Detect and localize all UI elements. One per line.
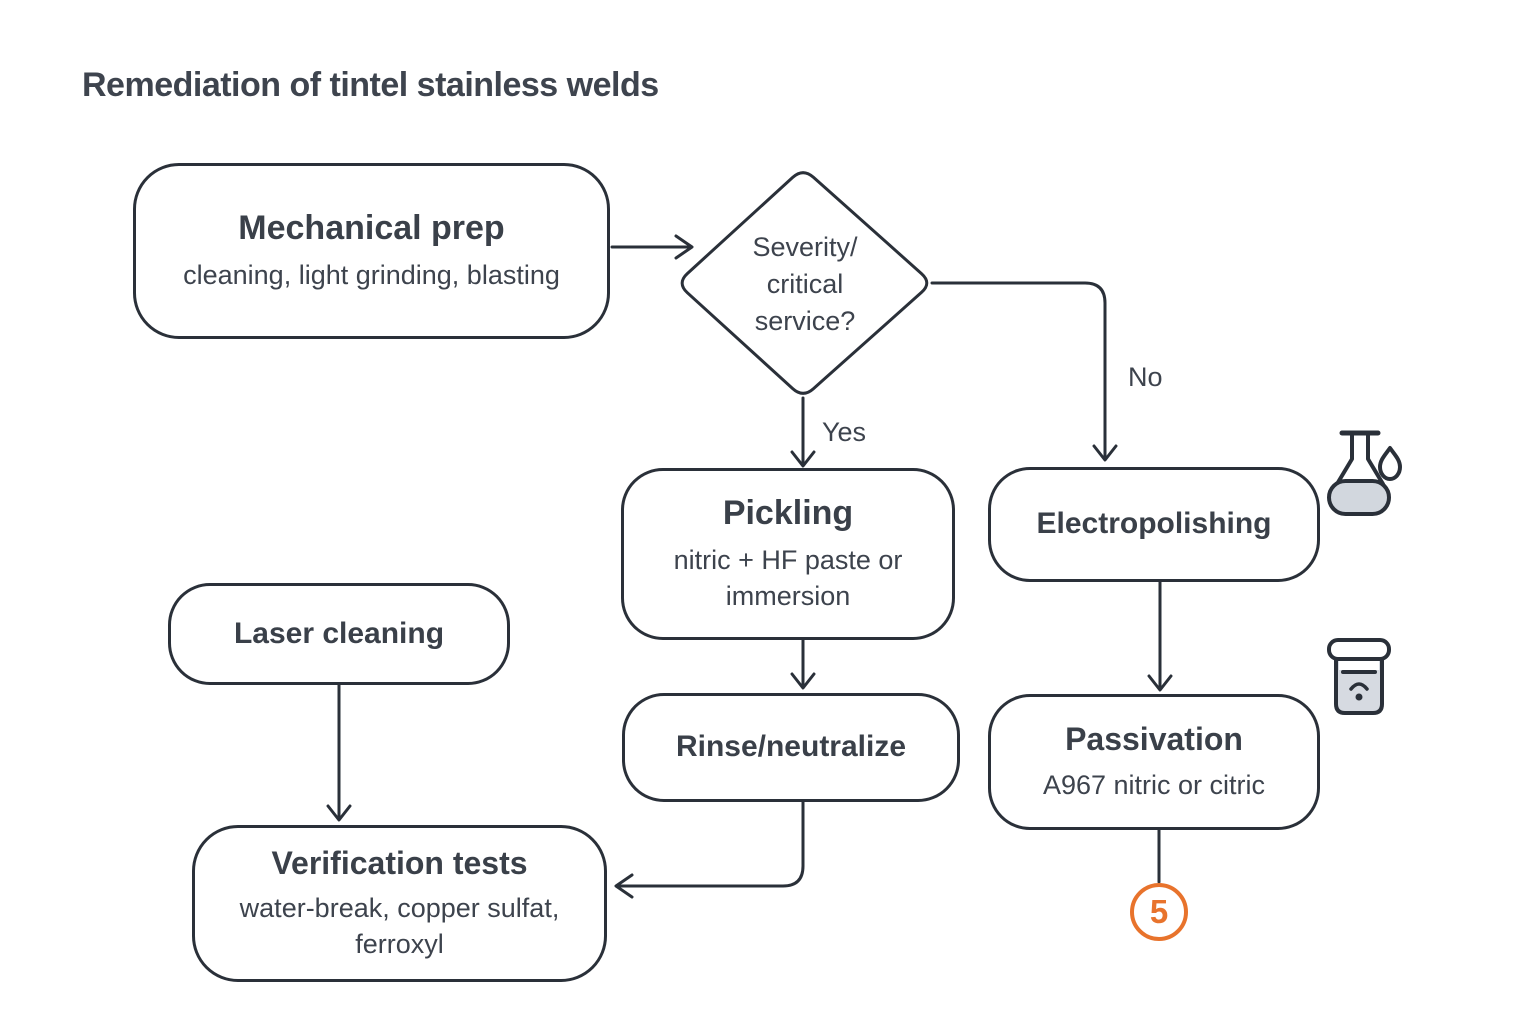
- node-title: Passivation: [1065, 721, 1243, 758]
- node-passivation: Passivation A967 nitric or citric: [988, 694, 1320, 830]
- node-laser-cleaning: Laser cleaning: [168, 583, 510, 685]
- step-5-number: 5: [1149, 893, 1169, 930]
- node-subtitle: water-break, copper sulfat, ferroxyl: [239, 893, 560, 960]
- node-pickling: Pickling nitric + HF paste or immersion: [621, 468, 955, 640]
- node-title: Pickling: [722, 493, 854, 532]
- node-subtitle: cleaning, light grinding, blasting: [183, 260, 560, 291]
- node-verification-tests: Verification tests water-break, copper s…: [192, 825, 607, 982]
- edge-label-no: No: [1128, 362, 1163, 392]
- node-subtitle: nitric + HF paste or immersion: [673, 545, 903, 612]
- node-title: Verification tests: [271, 844, 528, 881]
- edge-electropolishing-to-passivation: [1147, 580, 1173, 692]
- edge-decision-to-pickling: [790, 396, 816, 468]
- edge-rinse-to-verification: [614, 800, 805, 899]
- edge-laser-to-verification: [326, 683, 352, 822]
- edge-pickling-to-rinse: [790, 638, 816, 690]
- flask-icon: [1327, 430, 1402, 516]
- edge-decision-to-electropolishing: [930, 281, 1118, 462]
- node-rinse-neutralize: Rinse/neutralize: [622, 693, 960, 802]
- decision-label: Severity/ critical service?: [752, 232, 858, 336]
- node-subtitle: A967 nitric or citric: [1042, 769, 1266, 800]
- node-title: Laser cleaning: [233, 616, 445, 650]
- node-title: Rinse/neutralize: [675, 730, 907, 764]
- step-5-badge: 5: [1130, 883, 1188, 941]
- page-title: Remediation of tintel stainless welds: [82, 66, 659, 104]
- node-electropolishing: Electropolishing: [988, 467, 1320, 582]
- node-title: Mechanical prep: [238, 208, 505, 247]
- jar-icon: [1327, 638, 1391, 715]
- node-mechanical-prep: Mechanical prep cleaning, light grinding…: [133, 163, 610, 339]
- node-title: Electropolishing: [1036, 507, 1272, 541]
- edge-mechanical-to-decision: [610, 234, 694, 260]
- edge-label-yes: Yes: [822, 417, 867, 447]
